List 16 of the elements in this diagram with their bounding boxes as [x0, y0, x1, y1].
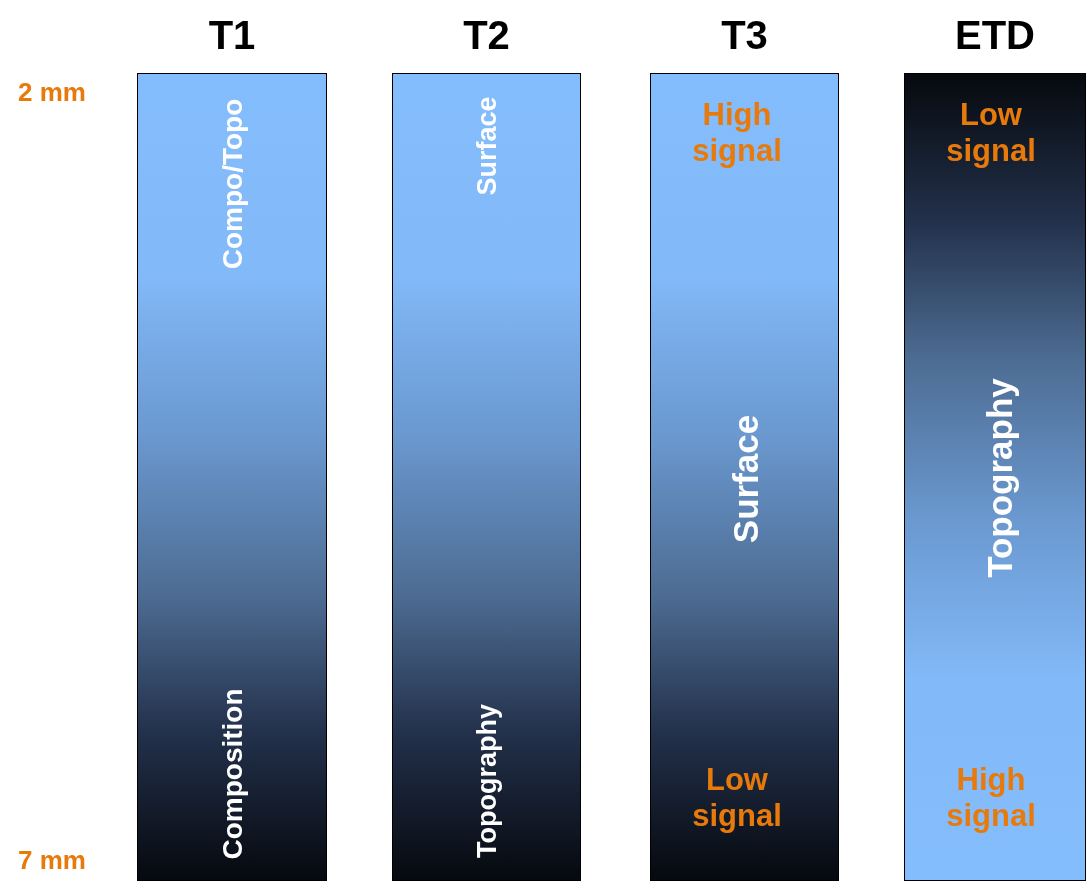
vertical-label: Composition: [216, 688, 249, 860]
column-heading: T2: [462, 12, 511, 58]
vertical-label: Topography: [472, 704, 504, 858]
vertical-label: Surface: [725, 414, 766, 544]
column-heading: T1: [207, 12, 257, 58]
vertical-label: Topography: [979, 378, 1020, 578]
column-heading: T3: [720, 12, 769, 58]
signal-label: High signal: [945, 762, 1037, 834]
signal-label: Low signal: [945, 97, 1037, 169]
depth-label: 2 mm: [18, 77, 86, 108]
signal-label: Low signal: [691, 762, 783, 834]
vertical-label: Compo/Topo: [216, 98, 249, 270]
signal-label: High signal: [691, 97, 783, 169]
vertical-label: Surface: [472, 96, 504, 196]
column-heading: ETD: [954, 12, 1036, 58]
depth-label: 7 mm: [18, 845, 86, 876]
